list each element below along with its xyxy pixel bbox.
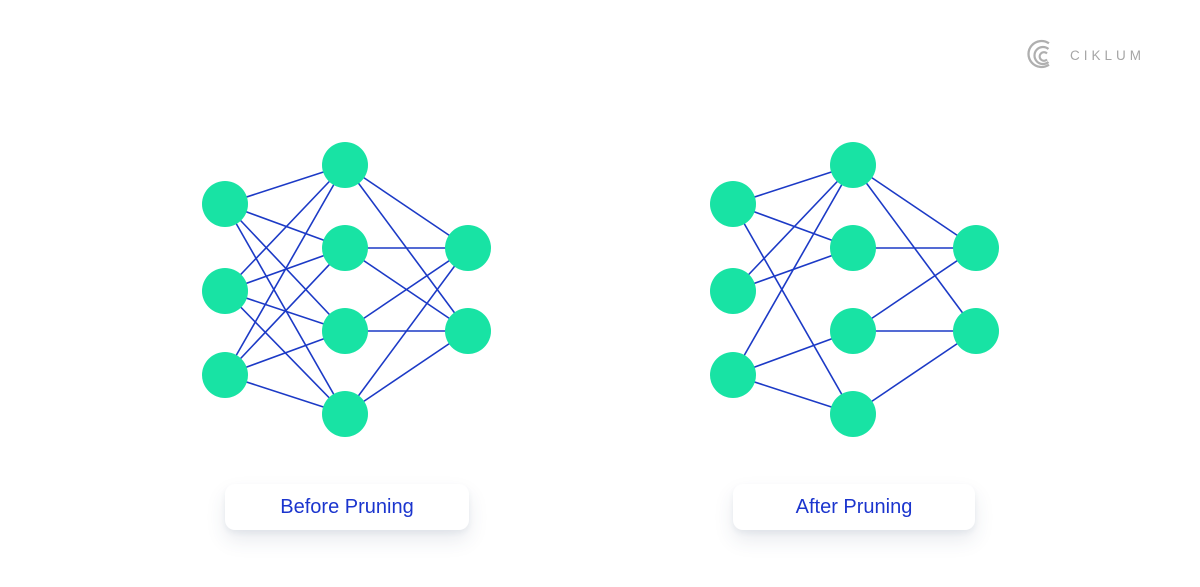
neuron-node-layer1-2 [322,308,368,354]
neuron-node-layer2-0 [953,225,999,271]
synapse-edge [224,247,346,376]
neuron-node-layer1-1 [322,225,368,271]
neuron-node-layer1-1 [830,225,876,271]
neuron-node-layer1-3 [830,391,876,437]
neuron-node-layer2-0 [445,225,491,271]
synapse-edge [224,203,346,332]
after-pruning-label: After Pruning [733,484,975,530]
synapse-edge [224,164,346,376]
ciklum-wordmark: CIKLUM [1069,47,1145,63]
synapse-edge [224,164,346,292]
neuron-node-layer1-0 [322,142,368,188]
neuron-node-layer0-1 [710,268,756,314]
neuron-node-layer1-0 [830,142,876,188]
neuron-node-layer1-2 [830,308,876,354]
synapse-edge [732,164,854,292]
neuron-node-layer2-1 [445,308,491,354]
synapse-edge [344,164,469,249]
synapse-edge [852,330,977,415]
neural-network-after-pruning [710,142,999,437]
synapse-edge [224,203,346,415]
synapse-edge [732,203,854,415]
neuron-node-layer0-2 [202,352,248,398]
synapse-edge [344,247,469,332]
synapse-edge [852,164,977,249]
synapse-edge [852,247,977,332]
before-pruning-label: Before Pruning [225,484,469,530]
neuron-node-layer1-3 [322,391,368,437]
ciklum-logo: CIKLUM [1026,38,1145,72]
neuron-node-layer0-0 [710,181,756,227]
neuron-node-layer0-0 [202,181,248,227]
ciklum-arcs-icon [1026,38,1060,72]
synapse-edge [344,247,469,415]
neuron-node-layer2-1 [953,308,999,354]
neuron-node-layer0-2 [710,352,756,398]
synapse-edge [344,330,469,415]
synapse-edge [732,164,854,376]
neuron-node-layer0-1 [202,268,248,314]
neural-network-before-pruning [202,142,491,437]
